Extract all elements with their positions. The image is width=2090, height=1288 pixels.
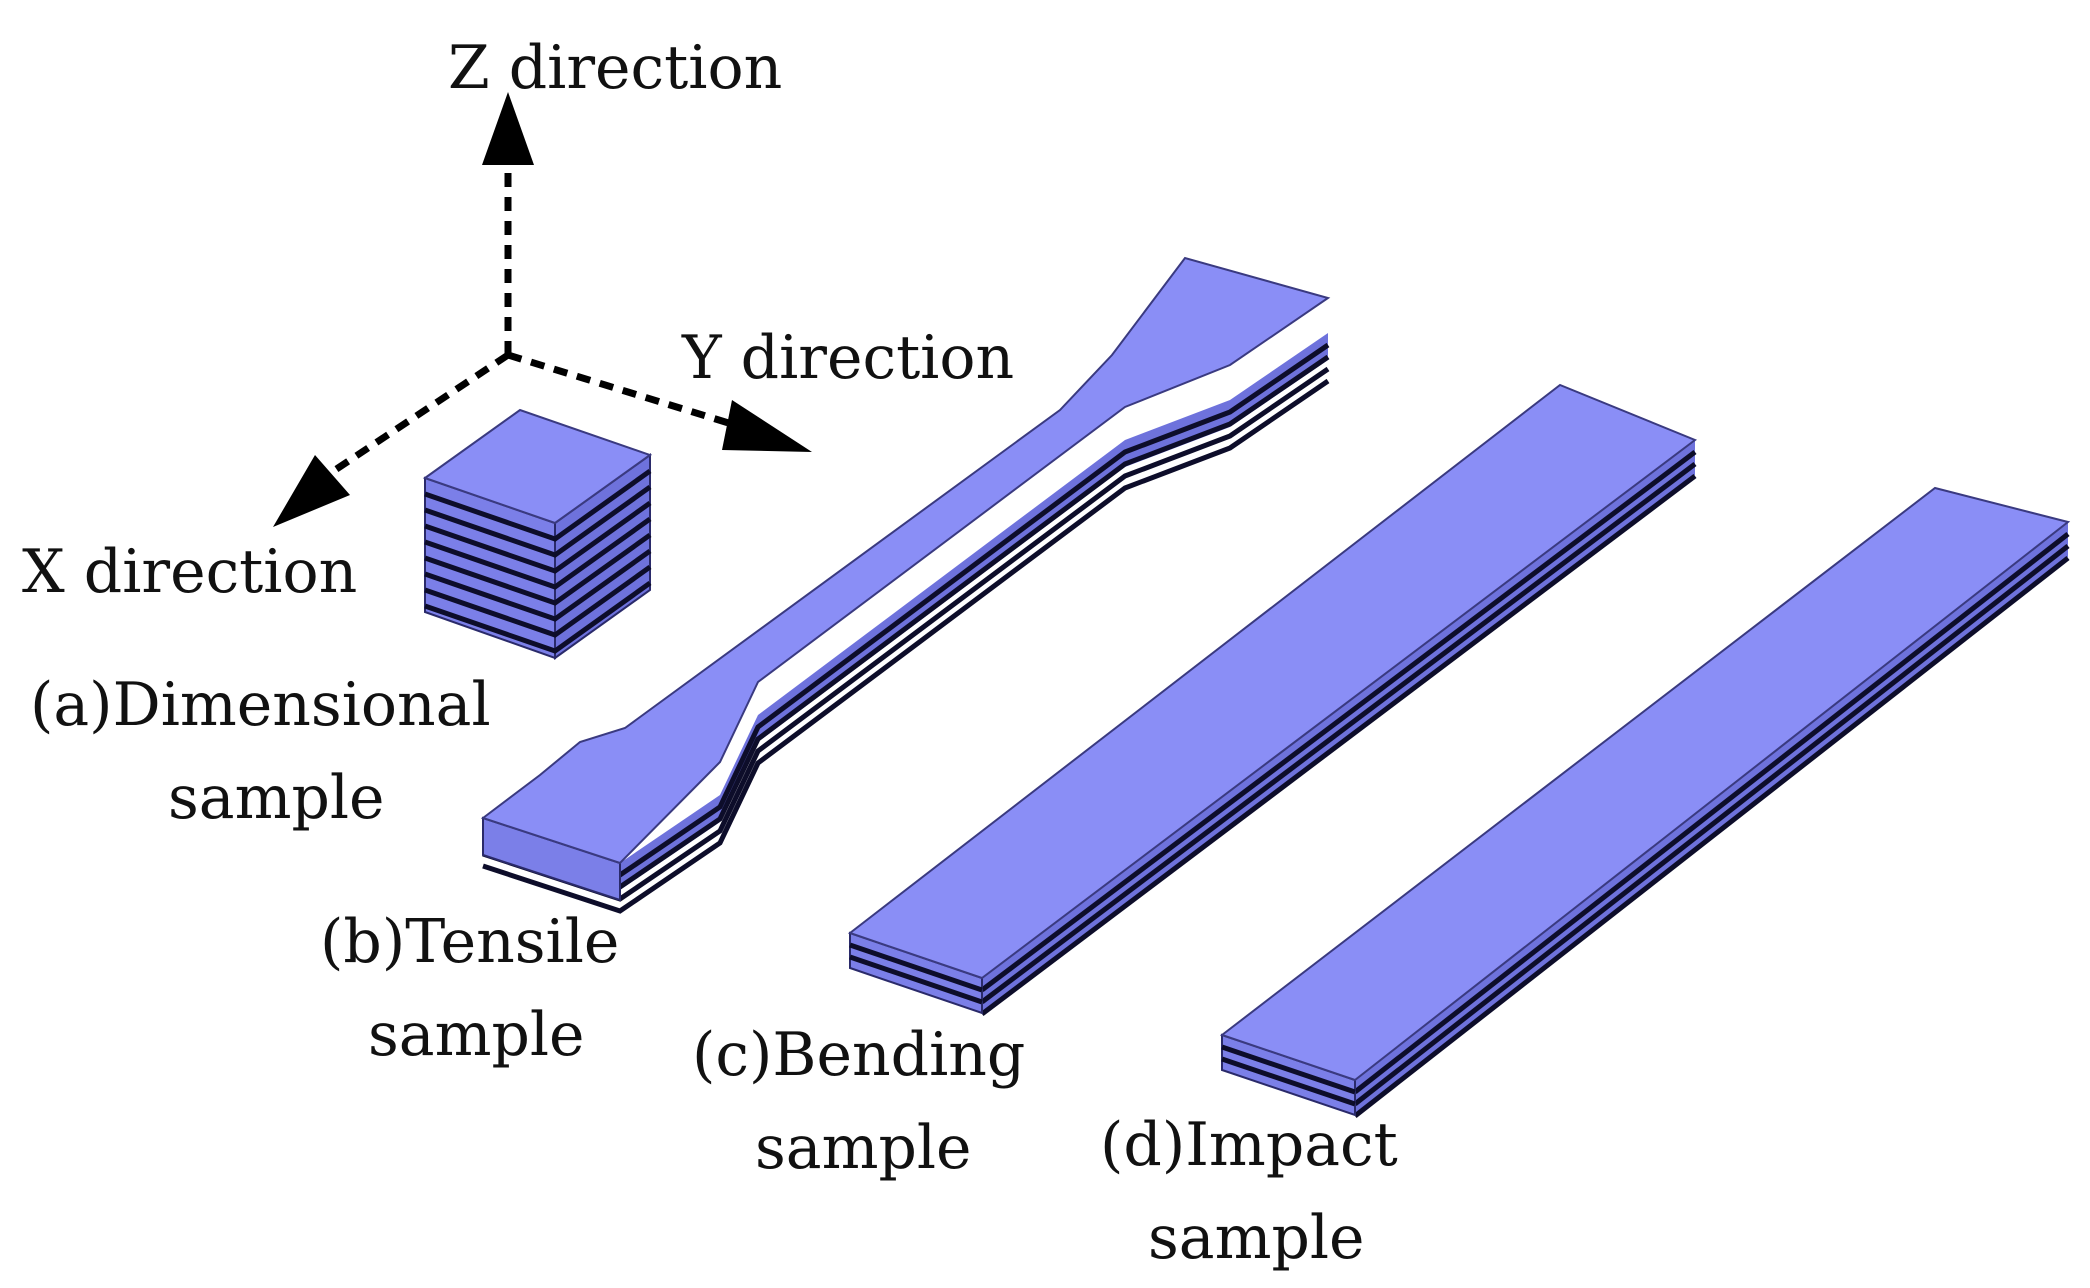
caption-a-line2: sample bbox=[168, 763, 385, 833]
x-axis-arrowhead bbox=[273, 455, 350, 527]
impact-layer-lines bbox=[1353, 532, 2070, 1118]
y-axis-arrowhead bbox=[722, 400, 812, 452]
axes-group: Z direction Y direction X direction bbox=[22, 33, 1014, 607]
z-axis-arrowhead bbox=[482, 92, 534, 165]
caption-c-line1: (c)Bending bbox=[692, 1020, 1025, 1090]
impact-end-layer-lines bbox=[1221, 1044, 1356, 1107]
bending-layer-lines bbox=[980, 450, 1697, 1016]
impact-top-face bbox=[1219, 486, 2071, 1082]
sample-captions: (a)Dimensional sample (b)Tensile sample … bbox=[30, 670, 1398, 1273]
caption-b-line1: (b)Tensile bbox=[320, 907, 619, 977]
caption-d-line2: sample bbox=[1148, 1203, 1365, 1273]
tensile-sample bbox=[480, 256, 1331, 914]
y-axis-label: Y direction bbox=[681, 323, 1014, 393]
impact-sample bbox=[1219, 486, 2071, 1118]
dimensional-sample-cube bbox=[422, 408, 653, 660]
y-axis-line bbox=[506, 351, 737, 429]
cube-top-face bbox=[422, 408, 653, 525]
caption-c-line2: sample bbox=[755, 1113, 972, 1183]
bending-end-layer-lines bbox=[849, 942, 983, 1005]
caption-a-line1: (a)Dimensional bbox=[30, 670, 491, 740]
x-axis-line bbox=[333, 352, 510, 473]
tensile-top-face bbox=[480, 256, 1331, 865]
cube-layer-lines bbox=[424, 468, 652, 654]
x-axis-label: X direction bbox=[22, 537, 357, 607]
caption-d-line1: (d)Impact bbox=[1100, 1110, 1398, 1180]
caption-b-line2: sample bbox=[368, 1000, 585, 1070]
bending-sample bbox=[847, 383, 1698, 1016]
bending-top-face bbox=[847, 383, 1698, 980]
z-axis-label: Z direction bbox=[448, 33, 782, 103]
